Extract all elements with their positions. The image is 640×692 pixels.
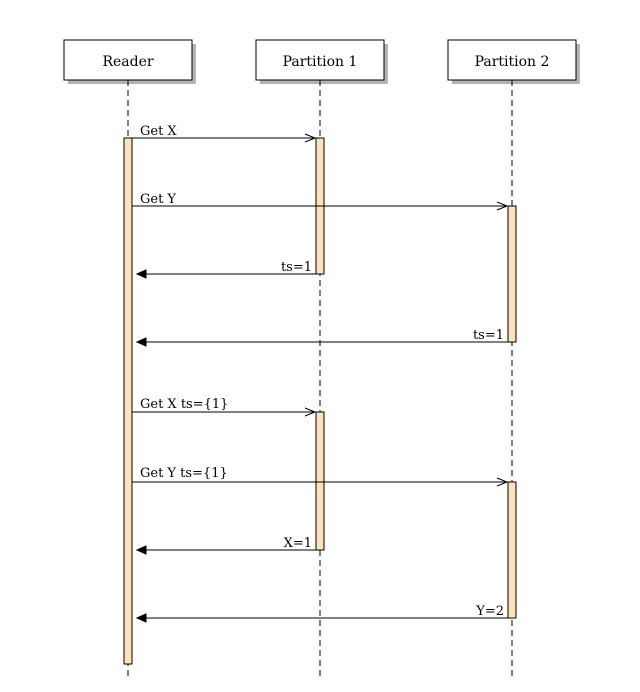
open-arrowhead-icon bbox=[304, 133, 317, 143]
message-reply-x: X=1 bbox=[135, 536, 316, 555]
message-label: Get Y bbox=[140, 192, 176, 207]
participant-label-reader: Reader bbox=[102, 54, 153, 70]
message-label: ts=1 bbox=[473, 328, 504, 343]
message-label: Get X bbox=[140, 124, 177, 139]
message-get-y: Get Y bbox=[132, 192, 509, 211]
participant-reader: Reader bbox=[63, 39, 196, 84]
activation-bar-partition-1 bbox=[315, 411, 325, 551]
activation-bar-partition-2 bbox=[507, 205, 517, 343]
message-label: Y=2 bbox=[475, 604, 504, 619]
open-arrowhead-icon bbox=[496, 477, 509, 487]
open-arrowhead-icon bbox=[496, 201, 509, 211]
message-label: Get X ts={1} bbox=[140, 397, 228, 412]
filled-arrowhead-icon bbox=[135, 613, 147, 623]
activation-bar-reader bbox=[123, 137, 133, 665]
message-label: Get Y ts={1} bbox=[140, 466, 228, 481]
participant-partition-1: Partition 1 bbox=[255, 39, 388, 84]
message-reply-y: Y=2 bbox=[135, 604, 508, 623]
filled-arrowhead-icon bbox=[135, 337, 147, 347]
participant-partition-2: Partition 2 bbox=[447, 39, 580, 84]
message-label: X=1 bbox=[284, 536, 312, 551]
participant-label-partition-2: Partition 2 bbox=[475, 54, 550, 70]
participant-box bbox=[255, 39, 385, 81]
message-get-x-ts: Get X ts={1} bbox=[132, 397, 317, 417]
participant-box bbox=[63, 39, 193, 81]
filled-arrowhead-icon bbox=[135, 269, 147, 279]
message-get-y-ts: Get Y ts={1} bbox=[132, 466, 509, 487]
activation-bar-partition-2 bbox=[507, 481, 517, 619]
message-get-x: Get X bbox=[132, 124, 317, 143]
open-arrowhead-icon bbox=[304, 407, 317, 417]
participant-label-partition-1: Partition 1 bbox=[283, 54, 358, 70]
message-reply-ts-p1: ts=1 bbox=[135, 260, 316, 279]
filled-arrowhead-icon bbox=[135, 545, 147, 555]
message-reply-ts-p2: ts=1 bbox=[135, 328, 508, 347]
message-label: ts=1 bbox=[281, 260, 312, 275]
